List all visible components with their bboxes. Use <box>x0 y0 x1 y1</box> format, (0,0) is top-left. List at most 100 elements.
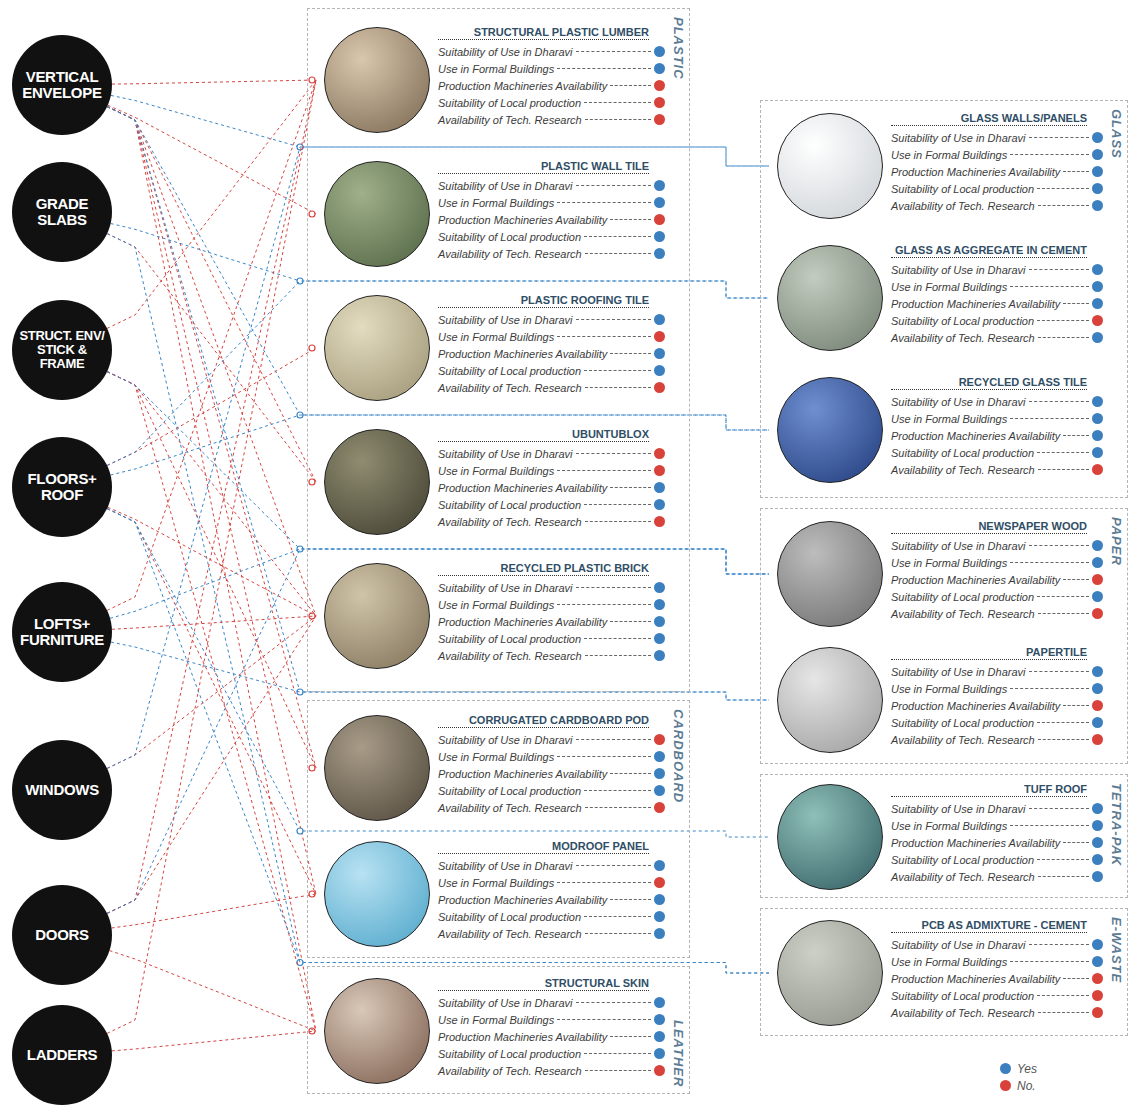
answer-dot <box>654 877 665 888</box>
attribute-text: Use in Formal Buildings <box>438 1014 554 1026</box>
attribute-row: Production Machineries Availability <box>438 1028 665 1045</box>
dashed-leader <box>585 655 651 656</box>
dashed-connector <box>107 372 316 768</box>
attribute-row: Availability of Tech. Research <box>891 868 1103 885</box>
attribute-list: UBUNTUBLOXSuitability of Use in DharaviU… <box>438 428 665 530</box>
material-card: UBUNTUBLOXSuitability of Use in DharaviU… <box>316 423 665 541</box>
dashed-connector <box>107 372 316 616</box>
material-title: RECYCLED PLASTIC BRICK <box>438 562 649 576</box>
attribute-text: Use in Formal Buildings <box>438 197 554 209</box>
attribute-row: Use in Formal Buildings <box>891 410 1103 427</box>
attribute-row: Use in Formal Buildings <box>438 1011 665 1028</box>
attribute-text: Suitability of Use in Dharavi <box>891 540 1026 552</box>
dashed-leader <box>1029 808 1089 809</box>
attribute-row: Production Machineries Availability <box>891 571 1103 588</box>
answer-dot <box>1092 132 1103 143</box>
dashed-leader <box>1010 418 1089 419</box>
dashed-connector <box>112 616 316 629</box>
answer-dot <box>1092 315 1103 326</box>
material-photo <box>324 295 430 401</box>
dashed-leader <box>576 1002 651 1003</box>
attribute-text: Suitability of Local production <box>891 990 1034 1002</box>
answer-dot <box>654 928 665 939</box>
answer-dot <box>654 482 665 493</box>
answer-dot <box>654 734 665 745</box>
attribute-text: Production Machineries Availability <box>891 430 1060 442</box>
group-label: PAPER <box>1109 517 1124 566</box>
dashed-leader <box>1063 579 1089 580</box>
dashed-leader <box>610 353 651 354</box>
attribute-row: Suitability of Use in Dharavi <box>438 43 665 60</box>
answer-dot <box>1092 734 1103 745</box>
attribute-text: Use in Formal Buildings <box>891 683 1007 695</box>
dashed-connector <box>107 549 769 913</box>
dashed-leader <box>1063 171 1089 172</box>
material-photo <box>777 784 883 890</box>
dashed-connector <box>107 107 316 482</box>
category-label: VERTICAL ENVELOPE <box>16 69 108 102</box>
material-title: STRUCTURAL PLASTIC LUMBER <box>438 26 649 40</box>
attribute-row: Use in Formal Buildings <box>438 194 665 211</box>
dashed-leader <box>585 521 651 522</box>
attribute-text: Production Machineries Availability <box>891 973 1060 985</box>
dashed-leader <box>1038 469 1089 470</box>
answer-dot <box>654 633 665 644</box>
attribute-text: Suitability of Local production <box>438 365 581 377</box>
attribute-row: Suitability of Use in Dharavi <box>891 129 1103 146</box>
attribute-row: Suitability of Use in Dharavi <box>438 311 665 328</box>
attribute-text: Production Machineries Availability <box>891 574 1060 586</box>
dashed-connector <box>107 107 316 768</box>
connector-dot <box>297 960 303 966</box>
answer-dot <box>1092 591 1103 602</box>
attribute-text: Use in Formal Buildings <box>438 751 554 763</box>
attribute-row: Availability of Tech. Research <box>891 1004 1103 1021</box>
dashed-leader <box>576 51 651 52</box>
dashed-leader <box>1037 995 1089 996</box>
attribute-text: Use in Formal Buildings <box>438 63 554 75</box>
attribute-row: Availability of Tech. Research <box>438 799 665 816</box>
attribute-list: TUFF ROOFSuitability of Use in DharaviUs… <box>891 783 1103 885</box>
attribute-text: Production Machineries Availability <box>438 616 607 628</box>
attribute-text: Availability of Tech. Research <box>438 802 582 814</box>
material-group: TETRA-PAKTUFF ROOFSuitability of Use in … <box>760 774 1128 898</box>
material-title: GLASS WALLS/PANELS <box>891 112 1087 126</box>
attribute-row: Production Machineries Availability <box>438 345 665 362</box>
attribute-text: Suitability of Use in Dharavi <box>438 734 573 746</box>
dashed-leader <box>1038 876 1089 877</box>
answer-dot <box>654 768 665 779</box>
answer-dot <box>654 997 665 1008</box>
attribute-row: Production Machineries Availability <box>891 970 1103 987</box>
attribute-list: PLASTIC WALL TILESuitability of Use in D… <box>438 160 665 262</box>
dashed-leader <box>584 102 651 103</box>
answer-dot <box>1092 264 1103 275</box>
answer-dot <box>1092 413 1103 424</box>
answer-dot <box>1092 717 1103 728</box>
dashed-leader <box>584 916 651 917</box>
attribute-text: Suitability of Local production <box>438 1048 581 1060</box>
dashed-connector <box>107 234 769 973</box>
category-circle: DOORS <box>12 885 112 985</box>
answer-dot <box>654 180 665 191</box>
attribute-row: Suitability of Local production <box>438 496 665 513</box>
answer-dot <box>1092 464 1103 475</box>
dashed-leader <box>1037 452 1089 453</box>
connector-dot <box>297 689 303 695</box>
answer-dot <box>654 616 665 627</box>
answer-dot <box>1092 973 1103 984</box>
dashed-leader <box>610 621 651 622</box>
attribute-row: Suitability of Use in Dharavi <box>438 177 665 194</box>
answer-dot <box>654 516 665 527</box>
dashed-leader <box>585 253 651 254</box>
dashed-connector <box>107 107 316 894</box>
material-group: PLASTICSTRUCTURAL PLASTIC LUMBERSuitabil… <box>307 8 690 692</box>
dashed-leader <box>557 336 651 337</box>
dashed-leader <box>1063 978 1089 979</box>
dashed-leader <box>1029 137 1089 138</box>
attribute-row: Use in Formal Buildings <box>438 596 665 613</box>
dashed-leader <box>585 1070 651 1071</box>
answer-dot <box>1092 854 1103 865</box>
attribute-row: Suitability of Use in Dharavi <box>891 393 1103 410</box>
attribute-text: Use in Formal Buildings <box>891 149 1007 161</box>
attribute-row: Availability of Tech. Research <box>438 925 665 942</box>
